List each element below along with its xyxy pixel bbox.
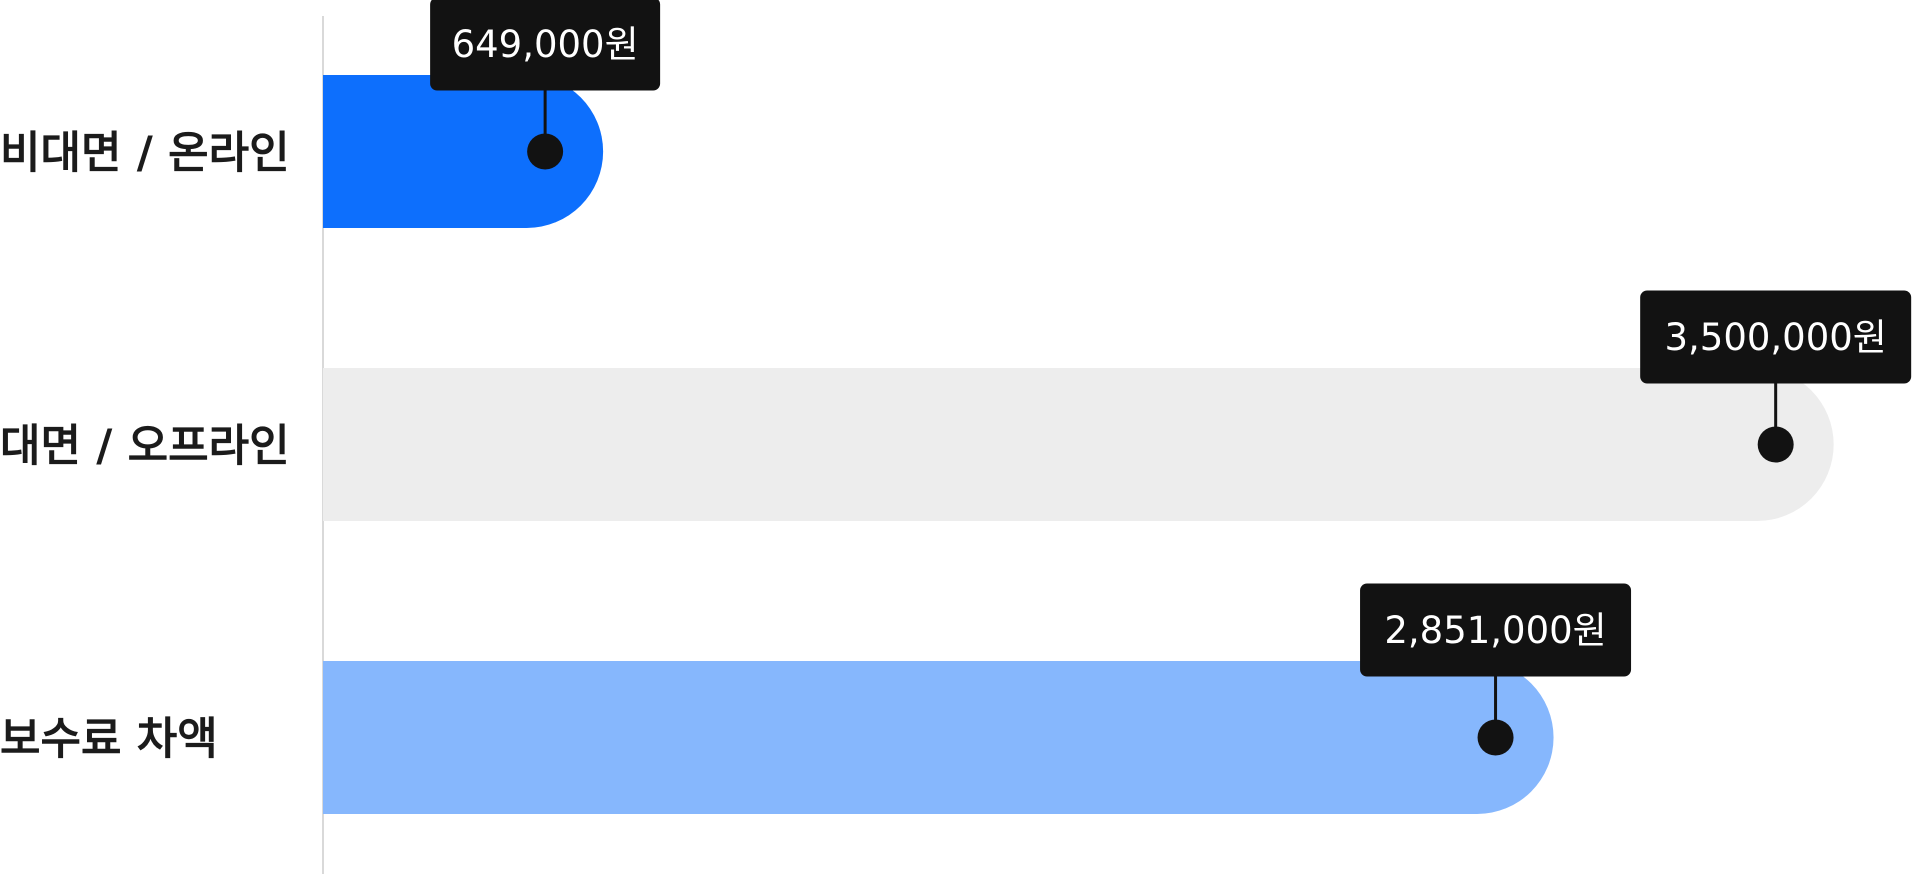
category-label: 대면 / 오프라인 — [0, 421, 290, 472]
value-tooltip: 3,500,000원 — [1640, 290, 1912, 463]
value-marker-dot — [527, 133, 564, 170]
tooltip-box — [1640, 290, 1912, 384]
tooltip-box — [1360, 583, 1632, 677]
value-marker-dot — [1477, 719, 1514, 756]
value-tooltip: 2,851,000원 — [1360, 583, 1632, 756]
value-tooltip: 649,000원 — [430, 0, 661, 170]
value-tooltips: 649,000원 3,500,000원 2,851,000원 — [430, 0, 1912, 756]
bar — [323, 75, 604, 228]
value-marker-dot — [1757, 426, 1794, 463]
data-label: 3,500,000원 — [1664, 316, 1886, 359]
category-label: 보수료 차액 — [0, 714, 218, 765]
bar — [323, 661, 1554, 814]
bars-layer — [323, 75, 1834, 814]
data-label: 2,851,000원 — [1384, 609, 1606, 652]
tooltip-box — [430, 0, 661, 91]
bar — [323, 368, 1834, 521]
data-label: 649,000원 — [452, 23, 639, 66]
category-label: 비대면 / 온라인 — [0, 128, 290, 179]
